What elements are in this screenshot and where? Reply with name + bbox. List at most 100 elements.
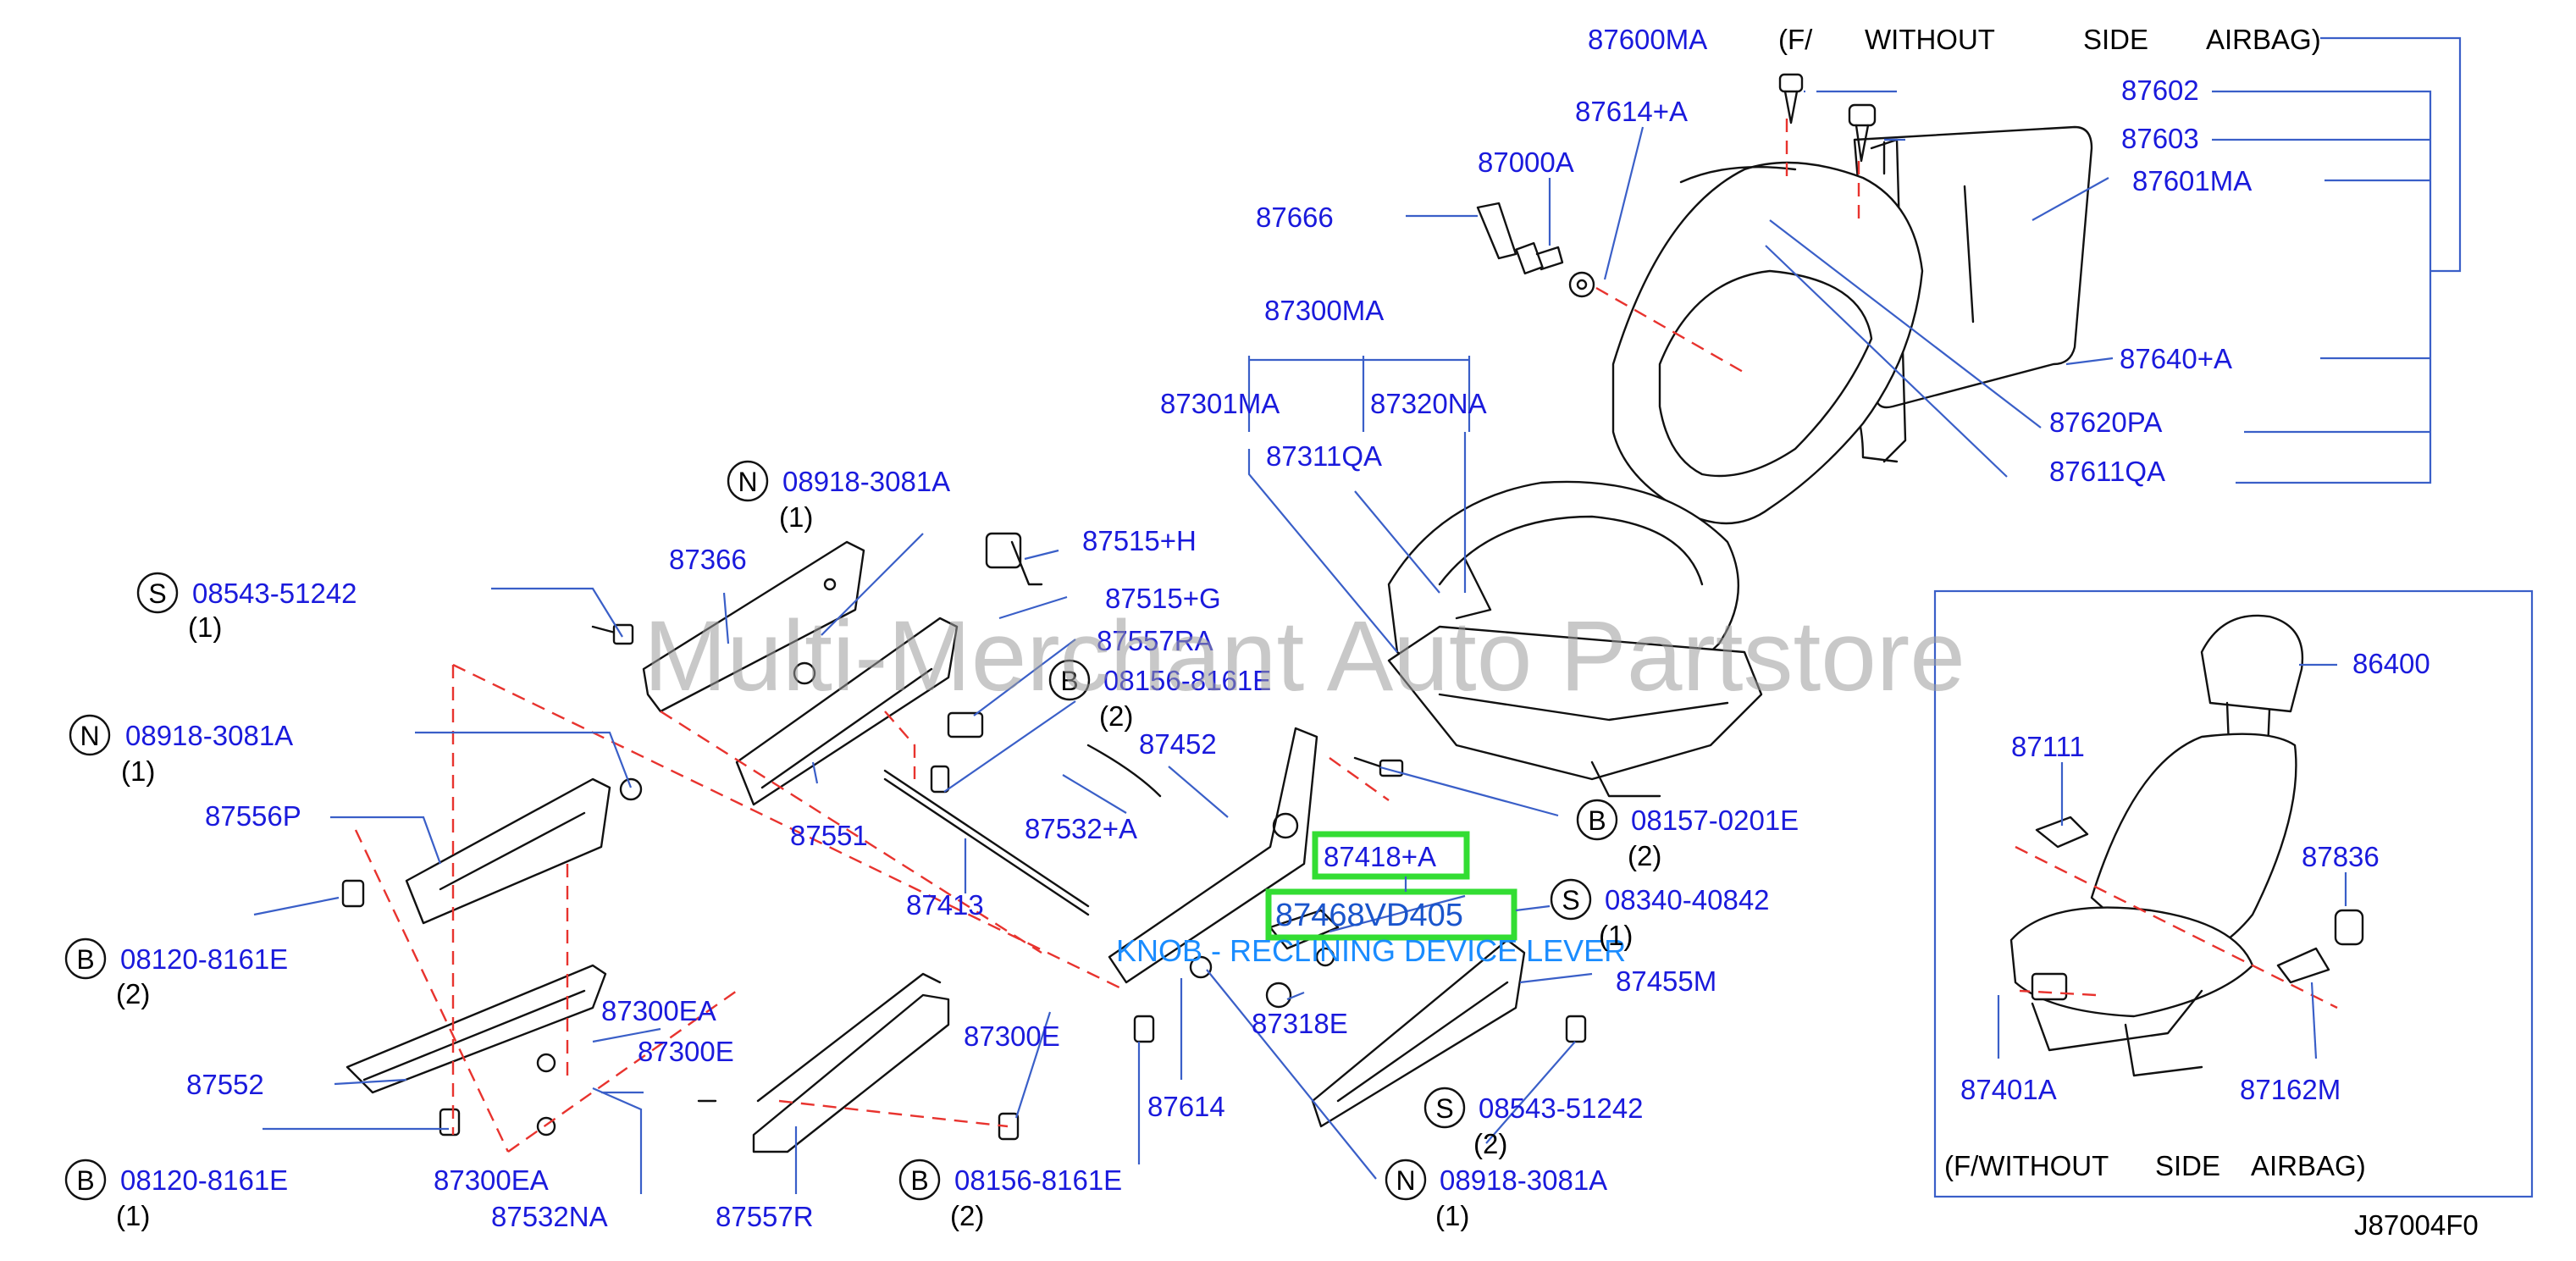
qty: (1) xyxy=(1435,1200,1469,1231)
label-87614[interactable]: 87614 xyxy=(1147,1091,1225,1122)
label-08120-8161E-b[interactable]: 08120-8161E xyxy=(120,1164,288,1196)
assembly-dashes xyxy=(354,119,1860,1153)
cover-87455M xyxy=(1311,938,1526,1128)
label-87401A[interactable]: 87401A xyxy=(1960,1074,2057,1105)
qty: (2) xyxy=(116,978,150,1009)
label-87552[interactable]: 87552 xyxy=(186,1069,264,1100)
label-08156-8161E-a[interactable]: 08156-8161E xyxy=(1103,665,1271,696)
label-87300E-a[interactable]: 87300E xyxy=(638,1036,734,1067)
label-87557R[interactable]: 87557R xyxy=(716,1201,814,1232)
label-87614A[interactable]: 87614+A xyxy=(1575,96,1688,127)
label-08340-40842[interactable]: 08340-40842 xyxy=(1605,884,1770,915)
grommet-87614A xyxy=(1568,271,1595,298)
qty: (1) xyxy=(188,611,222,643)
qty: (1) xyxy=(121,755,155,787)
label-87603[interactable]: 87603 xyxy=(2121,123,2199,154)
highlight-87468 xyxy=(1265,888,1517,941)
label-87311QA[interactable]: 87311QA xyxy=(1266,440,1382,472)
label-87318E[interactable]: 87318E xyxy=(1252,1008,1348,1039)
watermark: Multi-Merchant Auto Partstore xyxy=(644,600,1965,712)
label-87162M[interactable]: 87162M xyxy=(2240,1074,2341,1105)
label-87532NA[interactable]: 87532NA xyxy=(491,1201,608,1232)
label-87611QA[interactable]: 87611QA xyxy=(2049,456,2165,487)
rod-87413 xyxy=(883,769,1090,916)
label-87320NA[interactable]: 87320NA xyxy=(1370,388,1487,419)
highlight-87418A xyxy=(1312,831,1470,880)
label-87640A[interactable]: 87640+A xyxy=(2120,343,2232,374)
prefix-letter: N xyxy=(1396,1165,1415,1196)
prefix-circle-b xyxy=(898,1159,941,1201)
prefix-circle-n xyxy=(69,714,111,756)
label-08918-3081A-c[interactable]: 08918-3081A xyxy=(1440,1164,1607,1196)
label-08918-3081A-b[interactable]: 08918-3081A xyxy=(125,720,293,751)
prefix-letter: S xyxy=(148,578,166,609)
labels: 87600MA (F/ WITHOUT SIDE AIRBAG) 87602 8… xyxy=(64,24,2479,1241)
label-87418A[interactable]: 87418+A xyxy=(1324,841,1436,872)
seat-back-frame xyxy=(1827,125,2093,463)
prefix-letter: N xyxy=(80,721,99,751)
inset-frame xyxy=(1933,589,2534,1198)
label-87601MA[interactable]: 87601MA xyxy=(2132,165,2252,196)
qty: (1) xyxy=(116,1200,150,1231)
clip-87602 xyxy=(1778,73,1804,124)
qty: (2) xyxy=(1099,700,1133,732)
leader-lines xyxy=(253,36,2462,1194)
label-87515G[interactable]: 87515+G xyxy=(1105,583,1221,614)
prefix-letter: S xyxy=(1562,885,1579,915)
inset-seat xyxy=(2009,614,2364,1077)
label-87551[interactable]: 87551 xyxy=(790,820,868,851)
wire-87532A xyxy=(1086,744,1162,798)
recliner-87452 xyxy=(1108,727,1318,984)
selected-part-description: KNOB - RECLINING DEVICE LEVER xyxy=(1116,933,1626,968)
label-08918-3081A-a[interactable]: 08918-3081A xyxy=(782,466,950,497)
label-87620PA[interactable]: 87620PA xyxy=(2049,407,2162,438)
label-87452[interactable]: 87452 xyxy=(1139,728,1217,760)
prefix-circle-b xyxy=(64,937,107,980)
label-08543-51242-b[interactable]: 08543-51242 xyxy=(1479,1092,1644,1124)
inset-note-word-1: (F/WITHOUT xyxy=(1944,1150,2109,1181)
label-87468VD405[interactable]: 87468VD405 xyxy=(1275,898,1463,933)
label-87556P[interactable]: 87556P xyxy=(205,800,301,832)
qty: (2) xyxy=(1473,1128,1507,1159)
label-87413[interactable]: 87413 xyxy=(906,889,984,921)
label-87366[interactable]: 87366 xyxy=(669,544,747,575)
prefix-letter: N xyxy=(738,467,757,497)
prefix-circle-s xyxy=(1423,1087,1466,1129)
label-87602[interactable]: 87602 xyxy=(2121,75,2199,106)
label-87515H[interactable]: 87515+H xyxy=(1082,525,1197,556)
prefix-letter: B xyxy=(910,1165,928,1196)
label-87532A[interactable]: 87532+A xyxy=(1025,813,1137,844)
label-08157-0201E[interactable]: 08157-0201E xyxy=(1631,805,1799,836)
cover-87557R xyxy=(752,972,950,1153)
label-86400[interactable]: 86400 xyxy=(2352,648,2430,679)
label-87300EA-a[interactable]: 87300EA xyxy=(601,995,716,1026)
qty: (2) xyxy=(950,1200,984,1231)
clip-87603 xyxy=(1848,103,1886,175)
prefix-circle-b xyxy=(64,1159,107,1201)
bracket-87366 xyxy=(642,540,865,713)
label-87300EA-b[interactable]: 87300EA xyxy=(434,1164,549,1196)
note-word-3: SIDE xyxy=(2083,24,2148,55)
label-87557RA[interactable]: 87557RA xyxy=(1097,625,1213,656)
label-87836[interactable]: 87836 xyxy=(2302,841,2380,872)
label-87300E-b[interactable]: 87300E xyxy=(964,1020,1060,1052)
label-87000A[interactable]: 87000A xyxy=(1478,147,1574,178)
prefix-letter: B xyxy=(76,944,94,975)
label-08543-51242-a[interactable]: 08543-51242 xyxy=(192,578,357,609)
seat-back-cushion xyxy=(1611,161,1924,525)
note-word-1: (F/ xyxy=(1778,24,1813,55)
prefix-circle-b xyxy=(1576,799,1618,841)
label-87600MA[interactable]: 87600MA xyxy=(1588,24,1707,55)
label-87455M[interactable]: 87455M xyxy=(1616,965,1716,997)
prefix-letter: B xyxy=(1060,666,1078,696)
label-08120-8161E-a[interactable]: 08120-8161E xyxy=(120,943,288,975)
rail-87556P xyxy=(405,777,611,925)
note-word-4: AIRBAG) xyxy=(2206,24,2321,55)
rail-87551 xyxy=(735,617,959,806)
label-87111[interactable]: 87111 xyxy=(2011,731,2085,762)
label-08156-8161E-b[interactable]: 08156-8161E xyxy=(954,1164,1122,1196)
label-87301MA[interactable]: 87301MA xyxy=(1160,388,1280,419)
label-87666[interactable]: 87666 xyxy=(1256,202,1334,233)
label-87300MA[interactable]: 87300MA xyxy=(1264,295,1384,326)
